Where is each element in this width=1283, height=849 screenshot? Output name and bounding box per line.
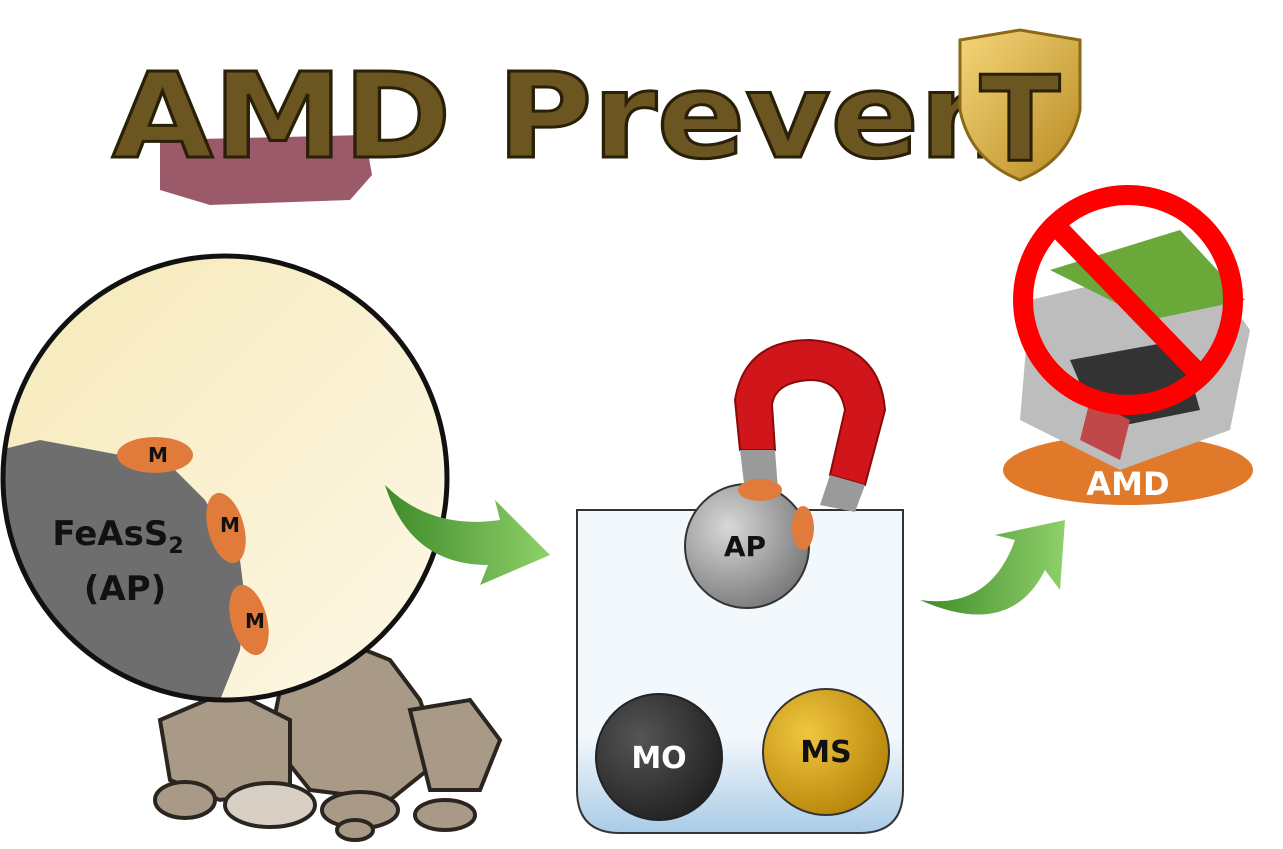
particle-ap: AP <box>684 479 814 609</box>
prohibited-amd-mine: AMD <box>1003 185 1253 505</box>
svg-text:MS: MS <box>800 735 851 770</box>
particle-m-1: M <box>117 437 193 473</box>
svg-text:MO: MO <box>631 741 686 776</box>
svg-text:M: M <box>245 609 265 633</box>
particle-m-2: M <box>206 492 246 564</box>
title-text: AMD Preven <box>112 47 1012 185</box>
arrow-right-icon <box>385 485 550 585</box>
particle-m-3: M <box>229 584 269 656</box>
svg-text:AP: AP <box>724 530 766 563</box>
rock-pile-icon <box>153 637 503 842</box>
title-logo: AMD Preven T <box>111 28 1082 205</box>
magnified-mineral-view: FeAsS2 (AP) M M M <box>0 253 450 703</box>
mineral-formula: FeAsS2 <box>52 514 183 559</box>
svg-text:M: M <box>220 513 240 537</box>
particle-mo: MO <box>595 693 723 821</box>
amd-label: AMD <box>1086 465 1169 503</box>
acid-lake-image <box>160 135 372 205</box>
arrow-up-right-icon <box>920 520 1065 615</box>
svg-text:M: M <box>148 443 168 467</box>
mineral-abbrev: (AP) <box>84 569 166 609</box>
shield-icon <box>958 28 1082 182</box>
title-shield-letter: T <box>980 50 1061 188</box>
prohibition-icon <box>1013 185 1243 415</box>
particle-ms: MS <box>762 688 890 816</box>
